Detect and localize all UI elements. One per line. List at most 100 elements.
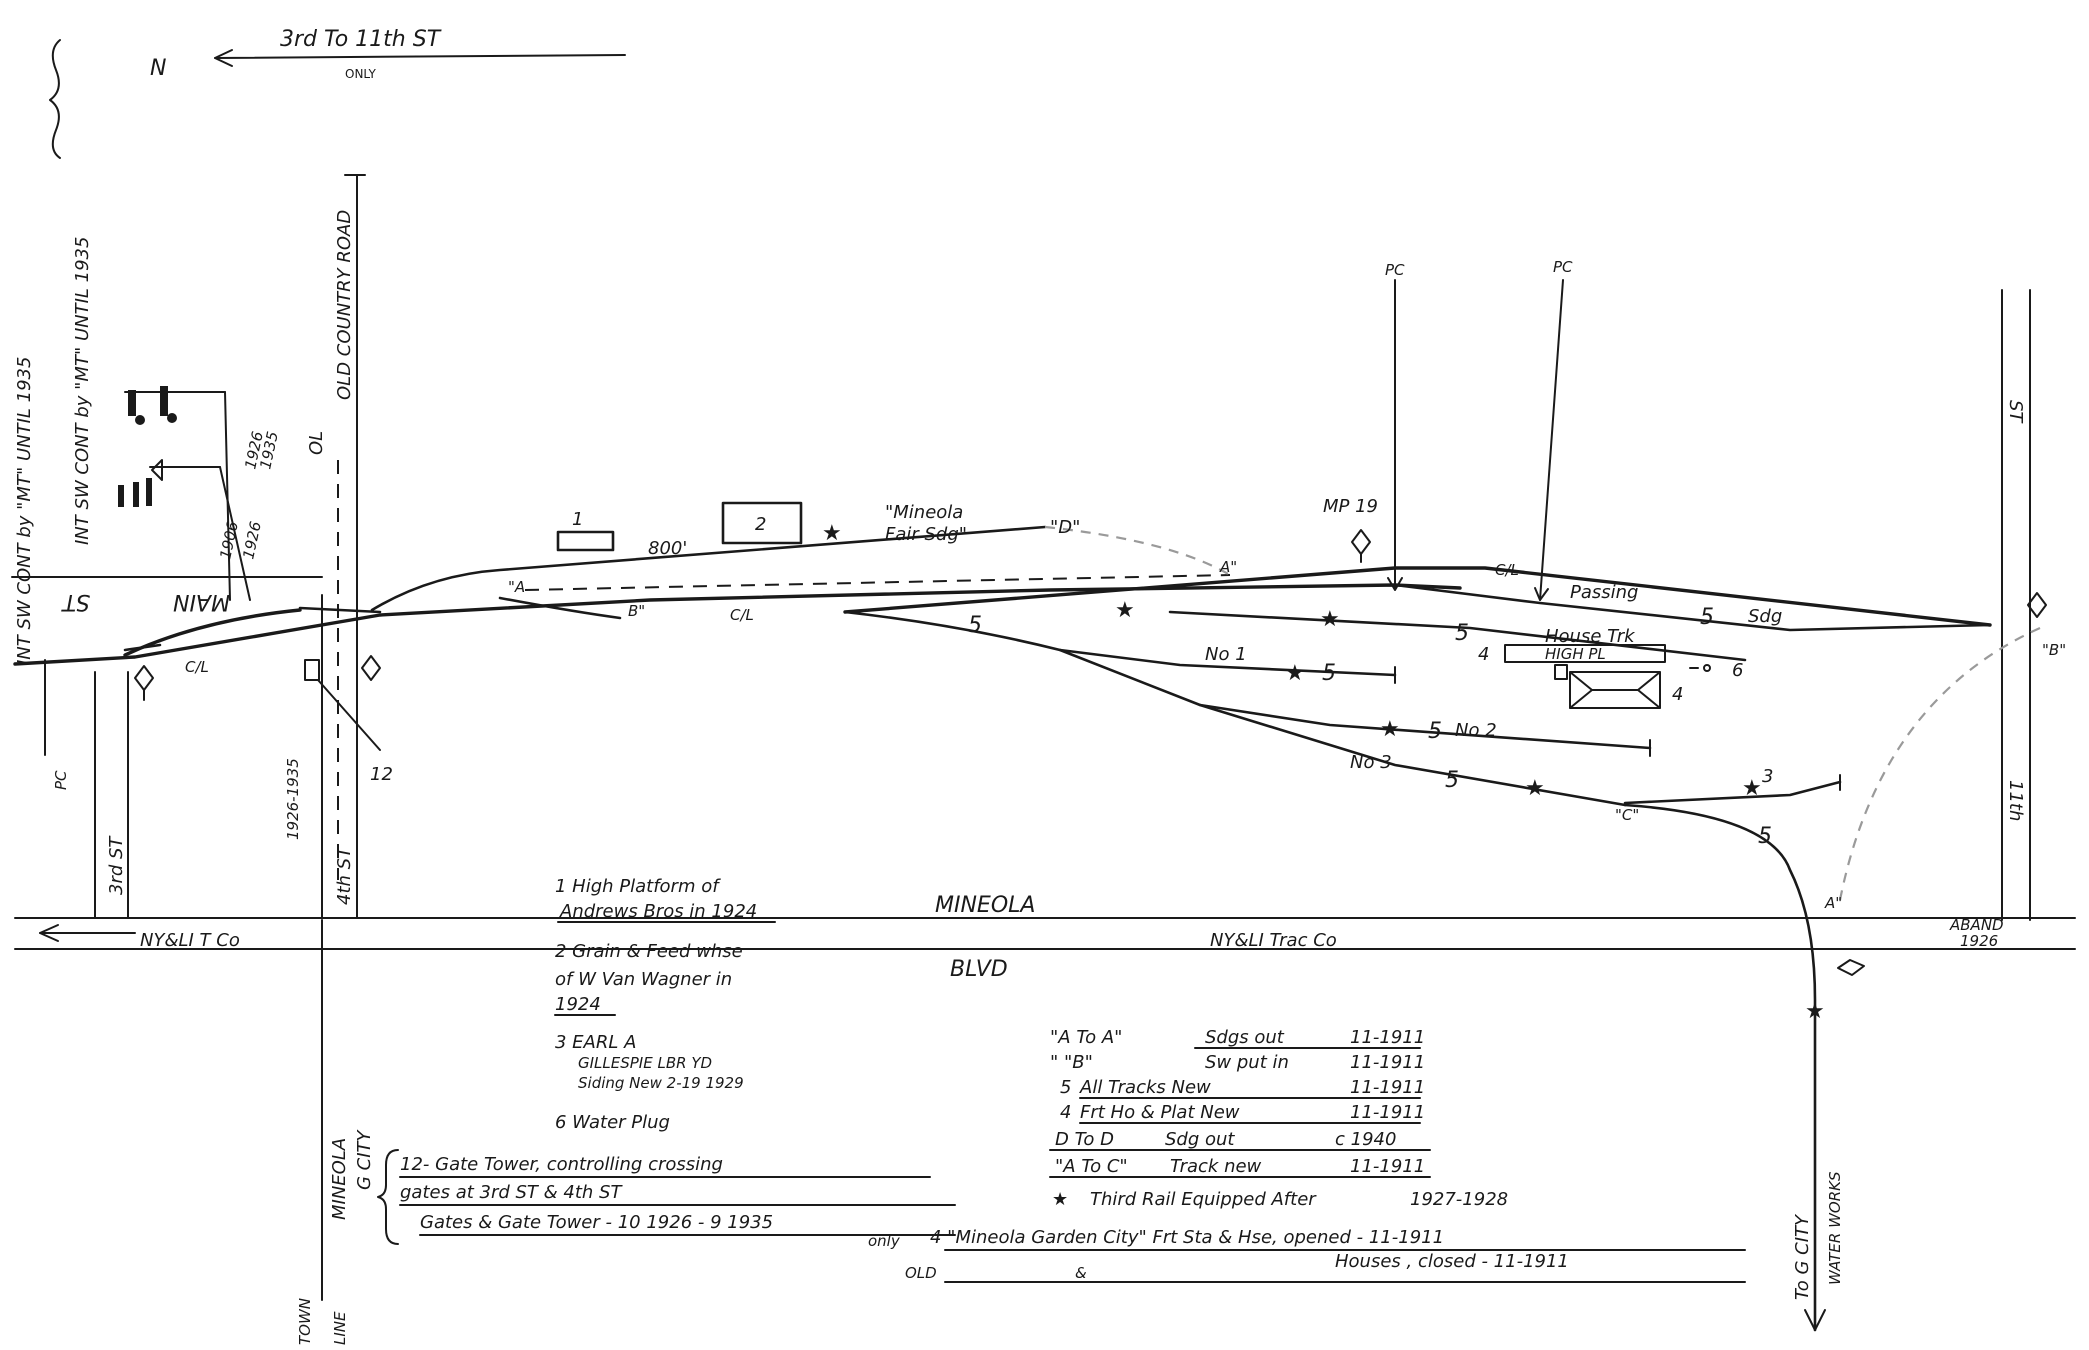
gate-tower-icon (304, 659, 320, 681)
streets: ST MAIN 3rd ST 4th ST OLD COUNTRY ROAD O… (11, 174, 2076, 1345)
five-label: 5 (1428, 719, 1442, 744)
aband-year: 1926 (1960, 932, 1998, 950)
change-desc: Frt Ho & Plat New (1080, 1102, 1240, 1123)
house-track (1168, 610, 1747, 662)
direction-note: ONLY (345, 67, 377, 81)
legend-1-line1: 1 High Platform of (555, 876, 721, 897)
legend: 1 High Platform of Andrews Bros in 1924 … (377, 876, 1746, 1283)
change-key: 4 (1060, 1102, 1071, 1123)
change-date: 1927-1928 (1410, 1189, 1508, 1210)
legend-3-line1: 3 EARL A (555, 1032, 636, 1053)
legend-12-line3: Gates & Gate Tower - 10 1926 - 9 1935 (420, 1212, 773, 1233)
mineola-fair-label: "Mineola (885, 502, 963, 523)
five-label: 5 (968, 613, 982, 638)
num-6: 6 (1732, 660, 1743, 681)
passing-siding (1393, 583, 1992, 632)
dashed-curve-b (1838, 626, 2041, 901)
north-arrow-icon (214, 49, 233, 67)
five-label: 5 (1700, 605, 1714, 630)
third-st-label: 3rd ST (106, 835, 127, 895)
c-label: "C" (1615, 806, 1639, 824)
fair-siding-label: Fair Sdg" (885, 524, 967, 545)
star-icon: ★ (1285, 661, 1305, 686)
signal-icon (118, 459, 251, 601)
diamond-signal-icon (1837, 959, 1865, 976)
header: N 3rd To 11th ST ONLY (150, 27, 626, 81)
star-icon: ★ (1742, 776, 1762, 801)
legend-4-old: OLD (905, 1264, 937, 1282)
pc-label-1: PC (1385, 261, 1405, 279)
legend-2-line2: of W Van Wagner in (555, 969, 732, 990)
eleventh-st-top-label: ST (2005, 400, 2026, 424)
track-no3-to-city (1623, 803, 1817, 1332)
track-no1 (1058, 648, 1397, 677)
diamond-signal-icon (1351, 529, 1371, 555)
star-icon: ★ (1115, 598, 1135, 623)
margin-note-2: INT SW CONT by "MT" UNTIL 1935 (72, 237, 93, 545)
change-desc: All Tracks New (1079, 1077, 1211, 1098)
nysli-right-label: NY&LI Trac Co (1210, 930, 1337, 951)
track-labels: PC PC MP 19 800' "Mineola Fair Sdg" "D" … (185, 258, 2066, 1300)
old-label: OL (306, 431, 327, 455)
change-desc: Sw put in (1205, 1052, 1289, 1073)
num-4b: 4 (1672, 684, 1683, 705)
pc-label-left: PC (52, 770, 70, 790)
legend-1-line2: Andrews Bros in 1924 (559, 901, 757, 922)
north-mark: N (150, 56, 166, 81)
a-right-label: A" (1824, 894, 1842, 912)
high-pl-label: HIGH PL (1545, 645, 1606, 663)
high-platform (1504, 644, 1666, 663)
legend-3-line3: Siding New 2-19 1929 (578, 1074, 744, 1092)
change-log: "A To A" Sdgs out 11-1911 " "B" Sw put i… (1049, 1027, 1508, 1210)
change-desc: Third Rail Equipped After (1090, 1189, 1317, 1210)
a-mid-label: A" (1219, 558, 1237, 576)
legend-brace-icon (377, 1149, 399, 1245)
town-line-label: LINE (331, 1311, 349, 1345)
a-left-label: "A (508, 578, 525, 596)
fourth-st-label: 4th ST (334, 845, 355, 905)
change-key: 5 (1060, 1077, 1071, 1098)
north-arrow-line (214, 54, 626, 59)
change-date: c 1940 (1335, 1129, 1396, 1150)
g-city-vert-label: G CITY (354, 1128, 375, 1190)
change-key: D To D (1055, 1129, 1114, 1150)
signal-icon (124, 386, 231, 601)
brace-icon (49, 39, 61, 159)
legend-4-amp: & (1075, 1264, 1087, 1282)
change-date: 11-1911 (1350, 1156, 1425, 1177)
diamond-signal-icon (361, 655, 381, 681)
to-g-city-label: To G CITY (1792, 1213, 1813, 1300)
change-date: 11-1911 (1350, 1077, 1425, 1098)
legend-12-only: only (868, 1232, 901, 1250)
year-1906: 1906 (216, 520, 242, 561)
change-key: ★ (1052, 1189, 1068, 1210)
siding-3 (1623, 780, 1842, 805)
passing-label: Passing (1570, 582, 1638, 603)
five-label: 5 (1758, 824, 1772, 849)
cl-label-1: C/L (185, 658, 209, 676)
diamond-signal-icon (134, 665, 154, 691)
track-no2 (1198, 703, 1652, 750)
cl-label-3: C/L (1495, 561, 1519, 579)
platform-box-1 (556, 530, 615, 552)
num-4a: 4 (1478, 644, 1489, 665)
change-desc: Sdgs out (1205, 1027, 1285, 1048)
fair-siding (370, 525, 1047, 612)
st-label-left: ST (61, 589, 90, 614)
change-desc: Track new (1170, 1156, 1262, 1177)
margin-note-1: INT SW CONT by "MT" UNTIL 1935 (14, 357, 35, 665)
change-key: "A To A" (1050, 1027, 1122, 1048)
pc-label-2: PC (1553, 258, 1573, 276)
change-key: " "B" (1050, 1052, 1093, 1073)
house-trk-label: House Trk (1545, 626, 1636, 647)
box-1-label: 1 (572, 509, 583, 530)
aband-label: ABAND (1949, 916, 2004, 934)
change-date: 11-1911 (1350, 1027, 1425, 1048)
siding-b (498, 596, 622, 620)
signals (118, 279, 2047, 976)
cl-label-2: C/L (730, 606, 754, 624)
star-icon: ★ (1525, 776, 1545, 801)
yard-lead (843, 610, 1627, 807)
main-label: MAIN (173, 589, 230, 614)
left-stub (123, 643, 162, 652)
